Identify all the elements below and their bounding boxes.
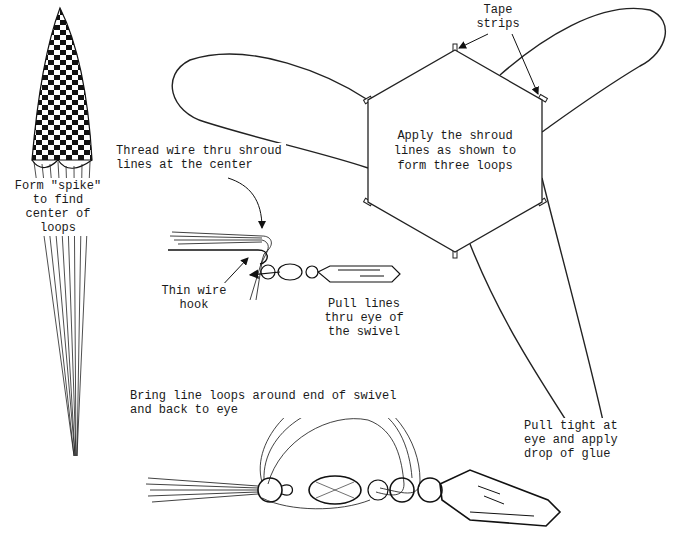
- swivel-with-loops: [470, 486, 534, 516]
- node-text: Apply the shroud lines as shown to form …: [393, 129, 517, 174]
- wire-hook-and-swivel: [250, 240, 268, 300]
- leader-line: [228, 178, 262, 228]
- wire-hook-and-swivel: [172, 232, 262, 236]
- instruction-note: Form "spike" to find center of loops: [8, 178, 108, 236]
- wire-hook-and-swivel: [168, 250, 267, 264]
- swivel-with-loops: [150, 490, 258, 491]
- wire-hook-and-swivel: [338, 270, 384, 276]
- folded-canopy-spike: [32, 8, 92, 160]
- instruction-note: Thread wire thru shroud lines at the cen…: [114, 143, 286, 173]
- instruction-note: Pull tight at eye and apply drop of glue: [522, 418, 632, 462]
- wire-hook-and-swivel: [256, 236, 271, 300]
- swivel-with-loops: [268, 419, 404, 495]
- wire-hook-and-swivel: [318, 266, 400, 282]
- tape-strip: [364, 44, 548, 258]
- swivel-with-loops: [440, 470, 560, 526]
- wire-hook-and-swivel: [178, 242, 262, 244]
- wire-hook-and-swivel: [278, 264, 302, 280]
- swivel-with-loops: [418, 478, 442, 502]
- hexagon-center: Apply the shroud lines as shown to form …: [352, 48, 558, 254]
- hexagon-outline: [368, 50, 542, 252]
- wire-hook-and-swivel: [174, 240, 262, 241]
- part-name: Thin wire hook: [152, 283, 236, 313]
- instruction-note: Pull lines thru eye of the swivel: [322, 296, 406, 340]
- swivel-with-loops: [258, 478, 282, 502]
- callout-label: Tape strips: [466, 2, 530, 32]
- wire-hook-and-swivel: [261, 265, 275, 279]
- swivel-with-loops: [309, 476, 361, 504]
- swivel-with-loops: [368, 480, 388, 500]
- swivel-with-loops: [152, 494, 258, 502]
- wire-hook-and-swivel: [250, 272, 280, 275]
- leader-line: [459, 34, 488, 48]
- instruction-note: Bring line loops around end of swivel an…: [128, 388, 406, 418]
- swivel-with-loops: [390, 478, 414, 502]
- swivel-with-loops: [316, 482, 354, 498]
- wire-hook-and-swivel: [170, 236, 262, 238]
- swivel-with-loops: [146, 484, 258, 488]
- wire-hook-and-swivel: [306, 266, 318, 278]
- swivel-with-loops: [282, 485, 293, 495]
- folded-canopy-spike: [32, 160, 92, 168]
